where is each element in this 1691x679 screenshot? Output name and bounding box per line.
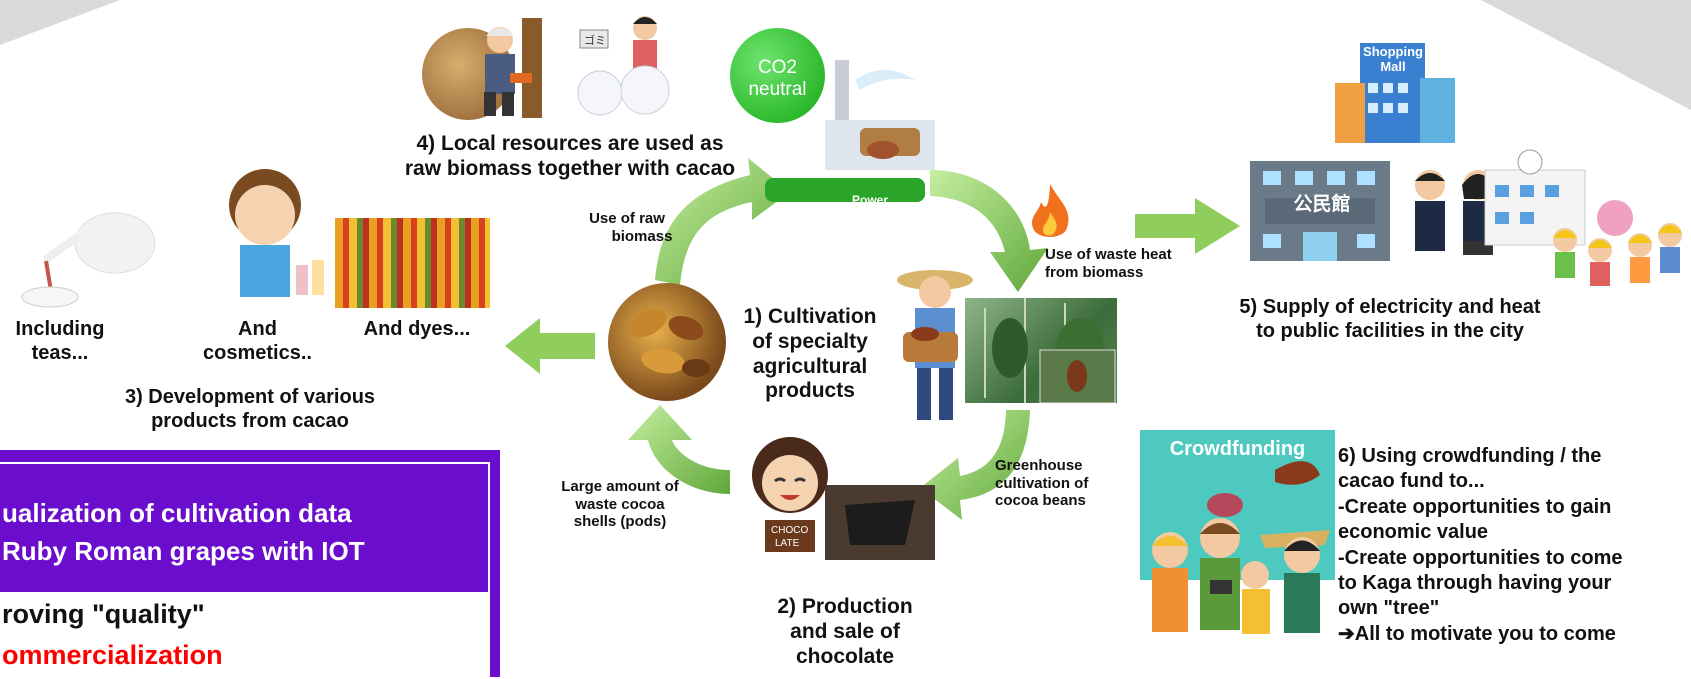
- iot-line1: ualization of cultivation data: [2, 498, 352, 528]
- school-building-icon: [1480, 140, 1590, 250]
- washing-face-woman-image: [200, 160, 330, 300]
- svg-text:ゴミ: ゴミ: [584, 33, 606, 47]
- lumberjack-image: [470, 18, 550, 118]
- crowdfunding-label: Crowdfunding: [1169, 438, 1306, 460]
- fire-icon: [1025, 182, 1075, 242]
- community-hall-icon: [1245, 156, 1395, 266]
- svg-text:CHOCO: CHOCO: [771, 525, 808, 536]
- dyed-fabric-image: [335, 218, 490, 308]
- co2-badge: [730, 28, 825, 123]
- garbage-bags-image: ゴミ: [565, 8, 685, 120]
- arrow-greenhouse-to-chocolate: [920, 410, 1030, 520]
- svg-text:LATE: LATE: [775, 538, 800, 549]
- farmer-image: [895, 262, 975, 427]
- children-icon: [1545, 190, 1685, 290]
- arrow-power-to-greenhouse: [930, 170, 1048, 292]
- arrow-to-facilities: [1135, 198, 1240, 254]
- arrow-biomass-to-power: [655, 158, 790, 285]
- arrow-to-products: [505, 318, 595, 374]
- iot-line2: Ruby Roman grapes with IOT: [2, 536, 365, 566]
- co2-power-plant-icon: [765, 20, 945, 205]
- cacao-pods-image: [608, 283, 726, 401]
- kominkan-label: 公民館: [1293, 194, 1351, 215]
- chocolate-girl-image: CHOCO LATE: [735, 425, 935, 575]
- shopping-mall-icon: [1320, 38, 1460, 146]
- iot-line3: roving "quality": [2, 599, 205, 629]
- crowdfunding-image: [1140, 430, 1335, 642]
- step6-text: 6) Using crowdfunding / the cacao fund t…: [1338, 445, 1623, 645]
- iot-line4: ommercialization: [2, 640, 223, 670]
- iot-panel: ualization of cultivation data Ruby Roma…: [0, 450, 500, 679]
- power-label: Power: [851, 193, 888, 207]
- arrow-chocolate-to-cacao: [628, 405, 730, 494]
- label-and-dyes: And dyes...: [363, 318, 471, 340]
- teapot-image: [10, 205, 160, 310]
- greenhouse-image: [965, 298, 1117, 403]
